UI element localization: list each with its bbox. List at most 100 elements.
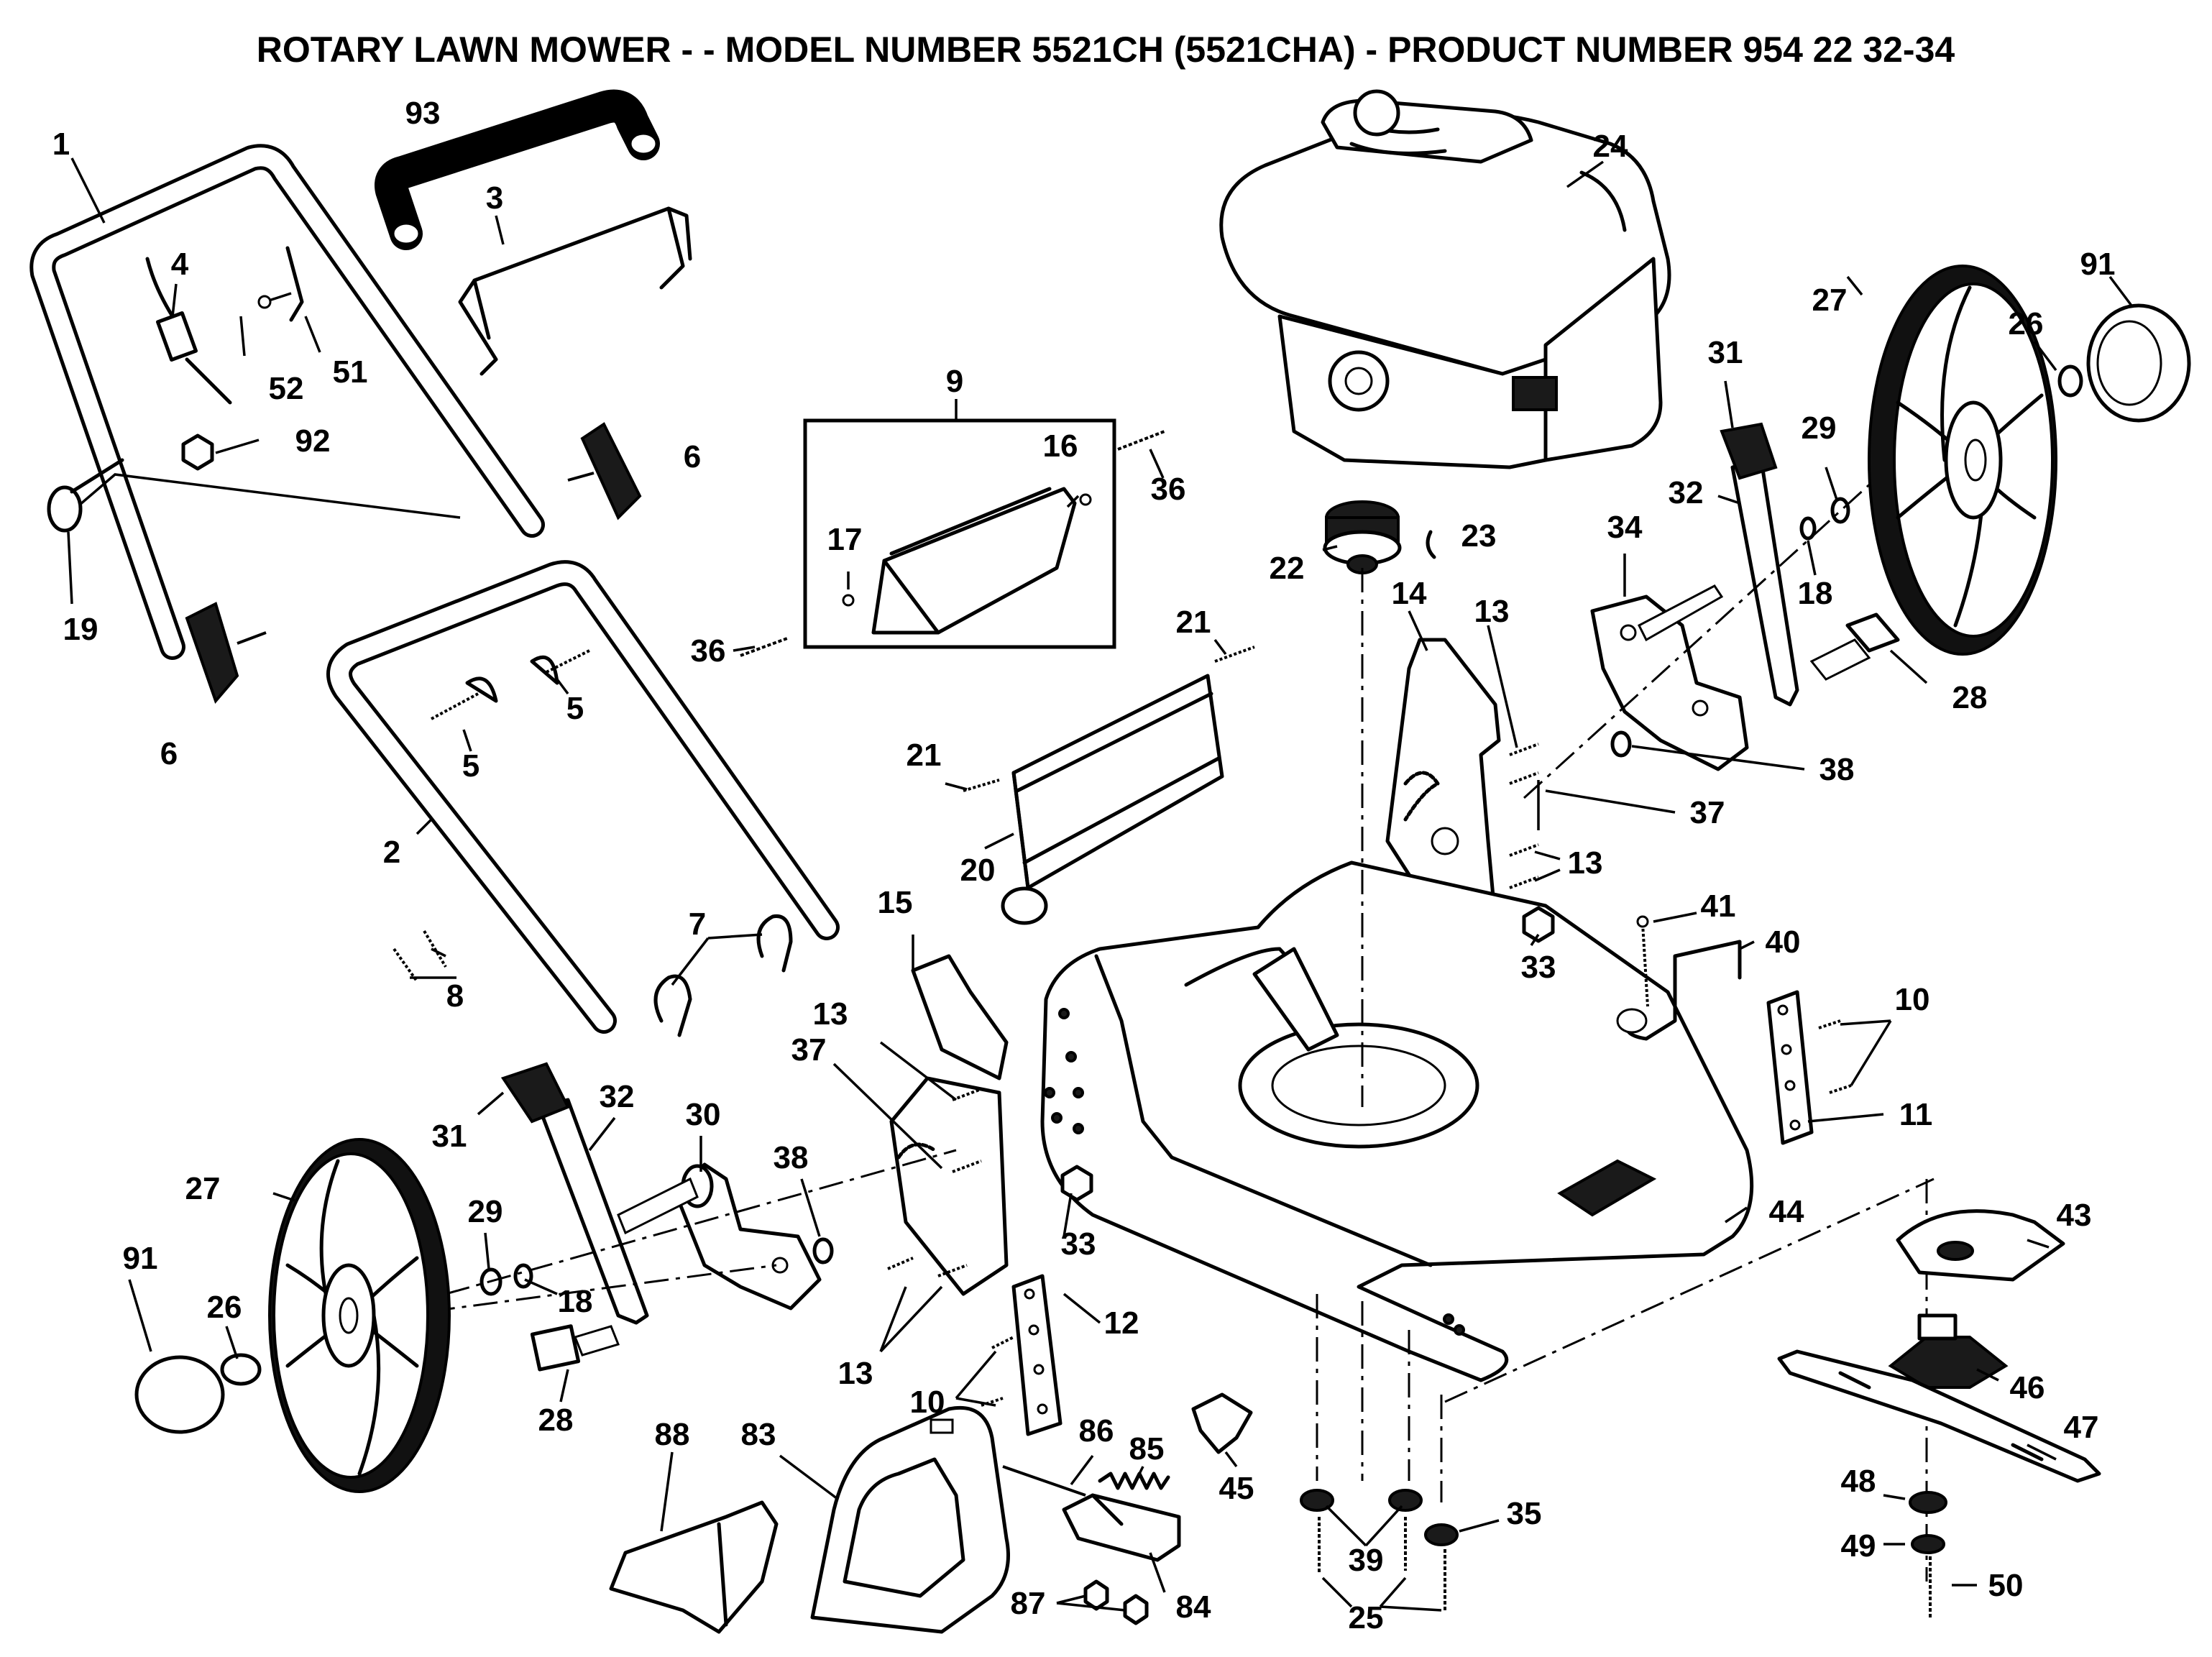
- callout-5-left: 5: [462, 748, 479, 784]
- callout-29-right: 29: [1802, 410, 1837, 446]
- handle-grip: [375, 89, 660, 250]
- callout-29-left: 29: [468, 1194, 503, 1229]
- callout-92: 92: [295, 423, 331, 459]
- washer-38-right: [1610, 730, 1632, 758]
- callout-84: 84: [1176, 1589, 1211, 1625]
- callout-11: 11: [1899, 1097, 1933, 1132]
- carriage-bolt-left: [431, 676, 498, 720]
- callout-26-right: 26: [2009, 306, 2044, 341]
- callout-18-right: 18: [1798, 576, 1833, 611]
- callout-37-right: 37: [1690, 795, 1725, 830]
- callout-13-upper-left: 13: [813, 996, 848, 1032]
- callout-47: 47: [2064, 1410, 2099, 1445]
- callout-8: 8: [446, 978, 464, 1014]
- callout-88: 88: [655, 1417, 690, 1452]
- callout-21-upper: 21: [1176, 605, 1211, 640]
- callout-39: 39: [1349, 1543, 1384, 1578]
- callouts: 1 2 3 4 5 5 6 6 7 8 9 10 10 11 12 13 13 …: [52, 96, 2116, 1635]
- hubcap-left: [134, 1355, 225, 1434]
- bolts-13-left: [887, 1088, 982, 1277]
- callout-34: 34: [1607, 510, 1643, 545]
- washer-18-right: [1799, 516, 1817, 541]
- axle-bolt-left: [530, 1324, 620, 1372]
- callout-86: 86: [1079, 1413, 1114, 1449]
- callout-5-right: 5: [566, 691, 584, 726]
- washer-49: [1911, 1534, 1945, 1554]
- washer-38-left: [812, 1237, 834, 1264]
- callout-22: 22: [1270, 551, 1305, 586]
- nut-33-left: [1060, 1165, 1093, 1202]
- callout-33-left: 33: [1061, 1226, 1096, 1262]
- callout-48: 48: [1841, 1464, 1876, 1499]
- screw-10-right-a: [1818, 1019, 1841, 1029]
- callout-24: 24: [1593, 129, 1628, 164]
- bolt-21-upper: [1214, 646, 1255, 663]
- callout-31-left: 31: [432, 1119, 467, 1154]
- blade-adapter-43: [1896, 1209, 2065, 1282]
- callout-37-left: 37: [791, 1032, 827, 1068]
- callout-6-upper: 6: [684, 439, 701, 474]
- washer-35: [1424, 1523, 1459, 1546]
- callout-21-lower: 21: [907, 738, 942, 773]
- callout-46: 46: [2010, 1370, 2045, 1405]
- nut-92: [181, 433, 214, 471]
- axle-bolt-right: [1809, 612, 1900, 681]
- diagram-title: ROTARY LAWN MOWER - - MODEL NUMBER 5521C…: [257, 29, 1955, 70]
- callout-91-left: 91: [123, 1241, 158, 1276]
- leader-lines: [67, 150, 2133, 1612]
- bolts-25: [1318, 1517, 1446, 1610]
- callout-10-right: 10: [1895, 982, 1930, 1017]
- callout-17: 17: [827, 522, 863, 557]
- blade-hub-46: [1888, 1313, 2009, 1389]
- height-lever-left: [500, 1062, 649, 1325]
- control-bail: [458, 206, 692, 376]
- washer-18-left: [513, 1263, 533, 1289]
- callout-36-upper: 36: [1151, 472, 1186, 507]
- callout-7: 7: [689, 906, 706, 942]
- height-lever-right: [1720, 422, 1799, 707]
- callout-93: 93: [405, 96, 441, 131]
- part-45: [1191, 1392, 1253, 1454]
- washer-26-left: [220, 1353, 262, 1386]
- nut-87-a: [1083, 1579, 1109, 1611]
- callout-38-left: 38: [774, 1140, 809, 1175]
- callout-27-right: 27: [1812, 283, 1848, 318]
- chute-88: [609, 1500, 779, 1634]
- callout-35: 35: [1507, 1496, 1542, 1531]
- callout-27-left: 27: [185, 1171, 221, 1206]
- eye-bolt: [47, 458, 124, 533]
- callout-13-upper-right: 13: [1474, 594, 1510, 629]
- deck-holes: [1044, 1008, 1465, 1336]
- link-rod: [1616, 915, 1742, 1041]
- spring-85: [1098, 1472, 1170, 1490]
- callout-2: 2: [383, 835, 400, 870]
- callout-45: 45: [1219, 1471, 1254, 1506]
- callout-30: 30: [686, 1097, 721, 1132]
- bracket-15: [889, 954, 1009, 1296]
- chute-83: [810, 1405, 1010, 1634]
- screw-10-left-b: [981, 1397, 1004, 1407]
- key-23: [1426, 530, 1436, 559]
- washers-39: [1300, 1489, 1423, 1512]
- callout-12: 12: [1104, 1305, 1139, 1341]
- knob-upper: [567, 422, 642, 520]
- knob-lower: [185, 602, 267, 704]
- callout-1: 1: [52, 127, 70, 162]
- callout-32-left: 32: [600, 1079, 635, 1114]
- callout-9: 9: [946, 364, 963, 399]
- callout-43: 43: [2057, 1198, 2092, 1233]
- plate-12: [1011, 1274, 1063, 1436]
- deflector-box: [803, 418, 1116, 649]
- blade-47: [1777, 1349, 2101, 1483]
- rod-86: [1002, 1465, 1086, 1497]
- lower-handle: [326, 560, 840, 1034]
- height-bracket-left: [617, 1162, 822, 1311]
- callout-6-lower: 6: [160, 736, 178, 771]
- callout-49: 49: [1841, 1528, 1876, 1564]
- nut-87-b: [1123, 1594, 1149, 1625]
- washer-29-right: [1830, 497, 1850, 524]
- callout-13-lower-right: 13: [1568, 845, 1603, 881]
- bolts-13-right: [1509, 743, 1539, 889]
- callout-50: 50: [1988, 1568, 2024, 1603]
